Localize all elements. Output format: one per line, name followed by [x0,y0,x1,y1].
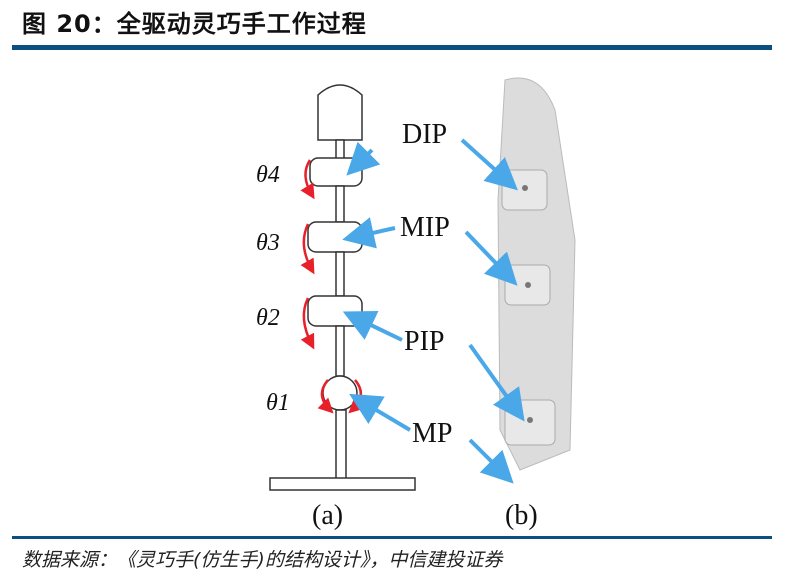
panel-a-label: (a) [312,500,343,531]
rotation-arrows [300,159,365,414]
theta-1-label: θ1 [266,390,290,416]
bottom-divider [12,536,772,539]
source-note: 数据来源：《灵巧手(仿生手)的结构设计》，中信建投证券 [22,549,503,571]
mip-label: MIP [400,212,450,243]
panel-b-label: (b) [505,500,538,531]
figure-title: 图 20：全驱动灵巧手工作过程 [22,10,367,38]
top-divider [12,45,772,50]
theta-3-label: θ3 [256,230,280,256]
pip-label: PIP [404,326,444,357]
theta-4-label: θ4 [256,162,280,188]
mp-label: MP [412,418,452,449]
prosthetic-finger-photo [497,77,576,471]
finger-diagram: θ4 θ3 θ2 θ1 DIP MIP PIP MP (a) (b) [256,77,576,531]
kinematic-model [269,84,416,491]
theta-2-label: θ2 [256,305,280,331]
pointer-arrows [342,138,525,484]
dip-label: DIP [402,119,447,150]
